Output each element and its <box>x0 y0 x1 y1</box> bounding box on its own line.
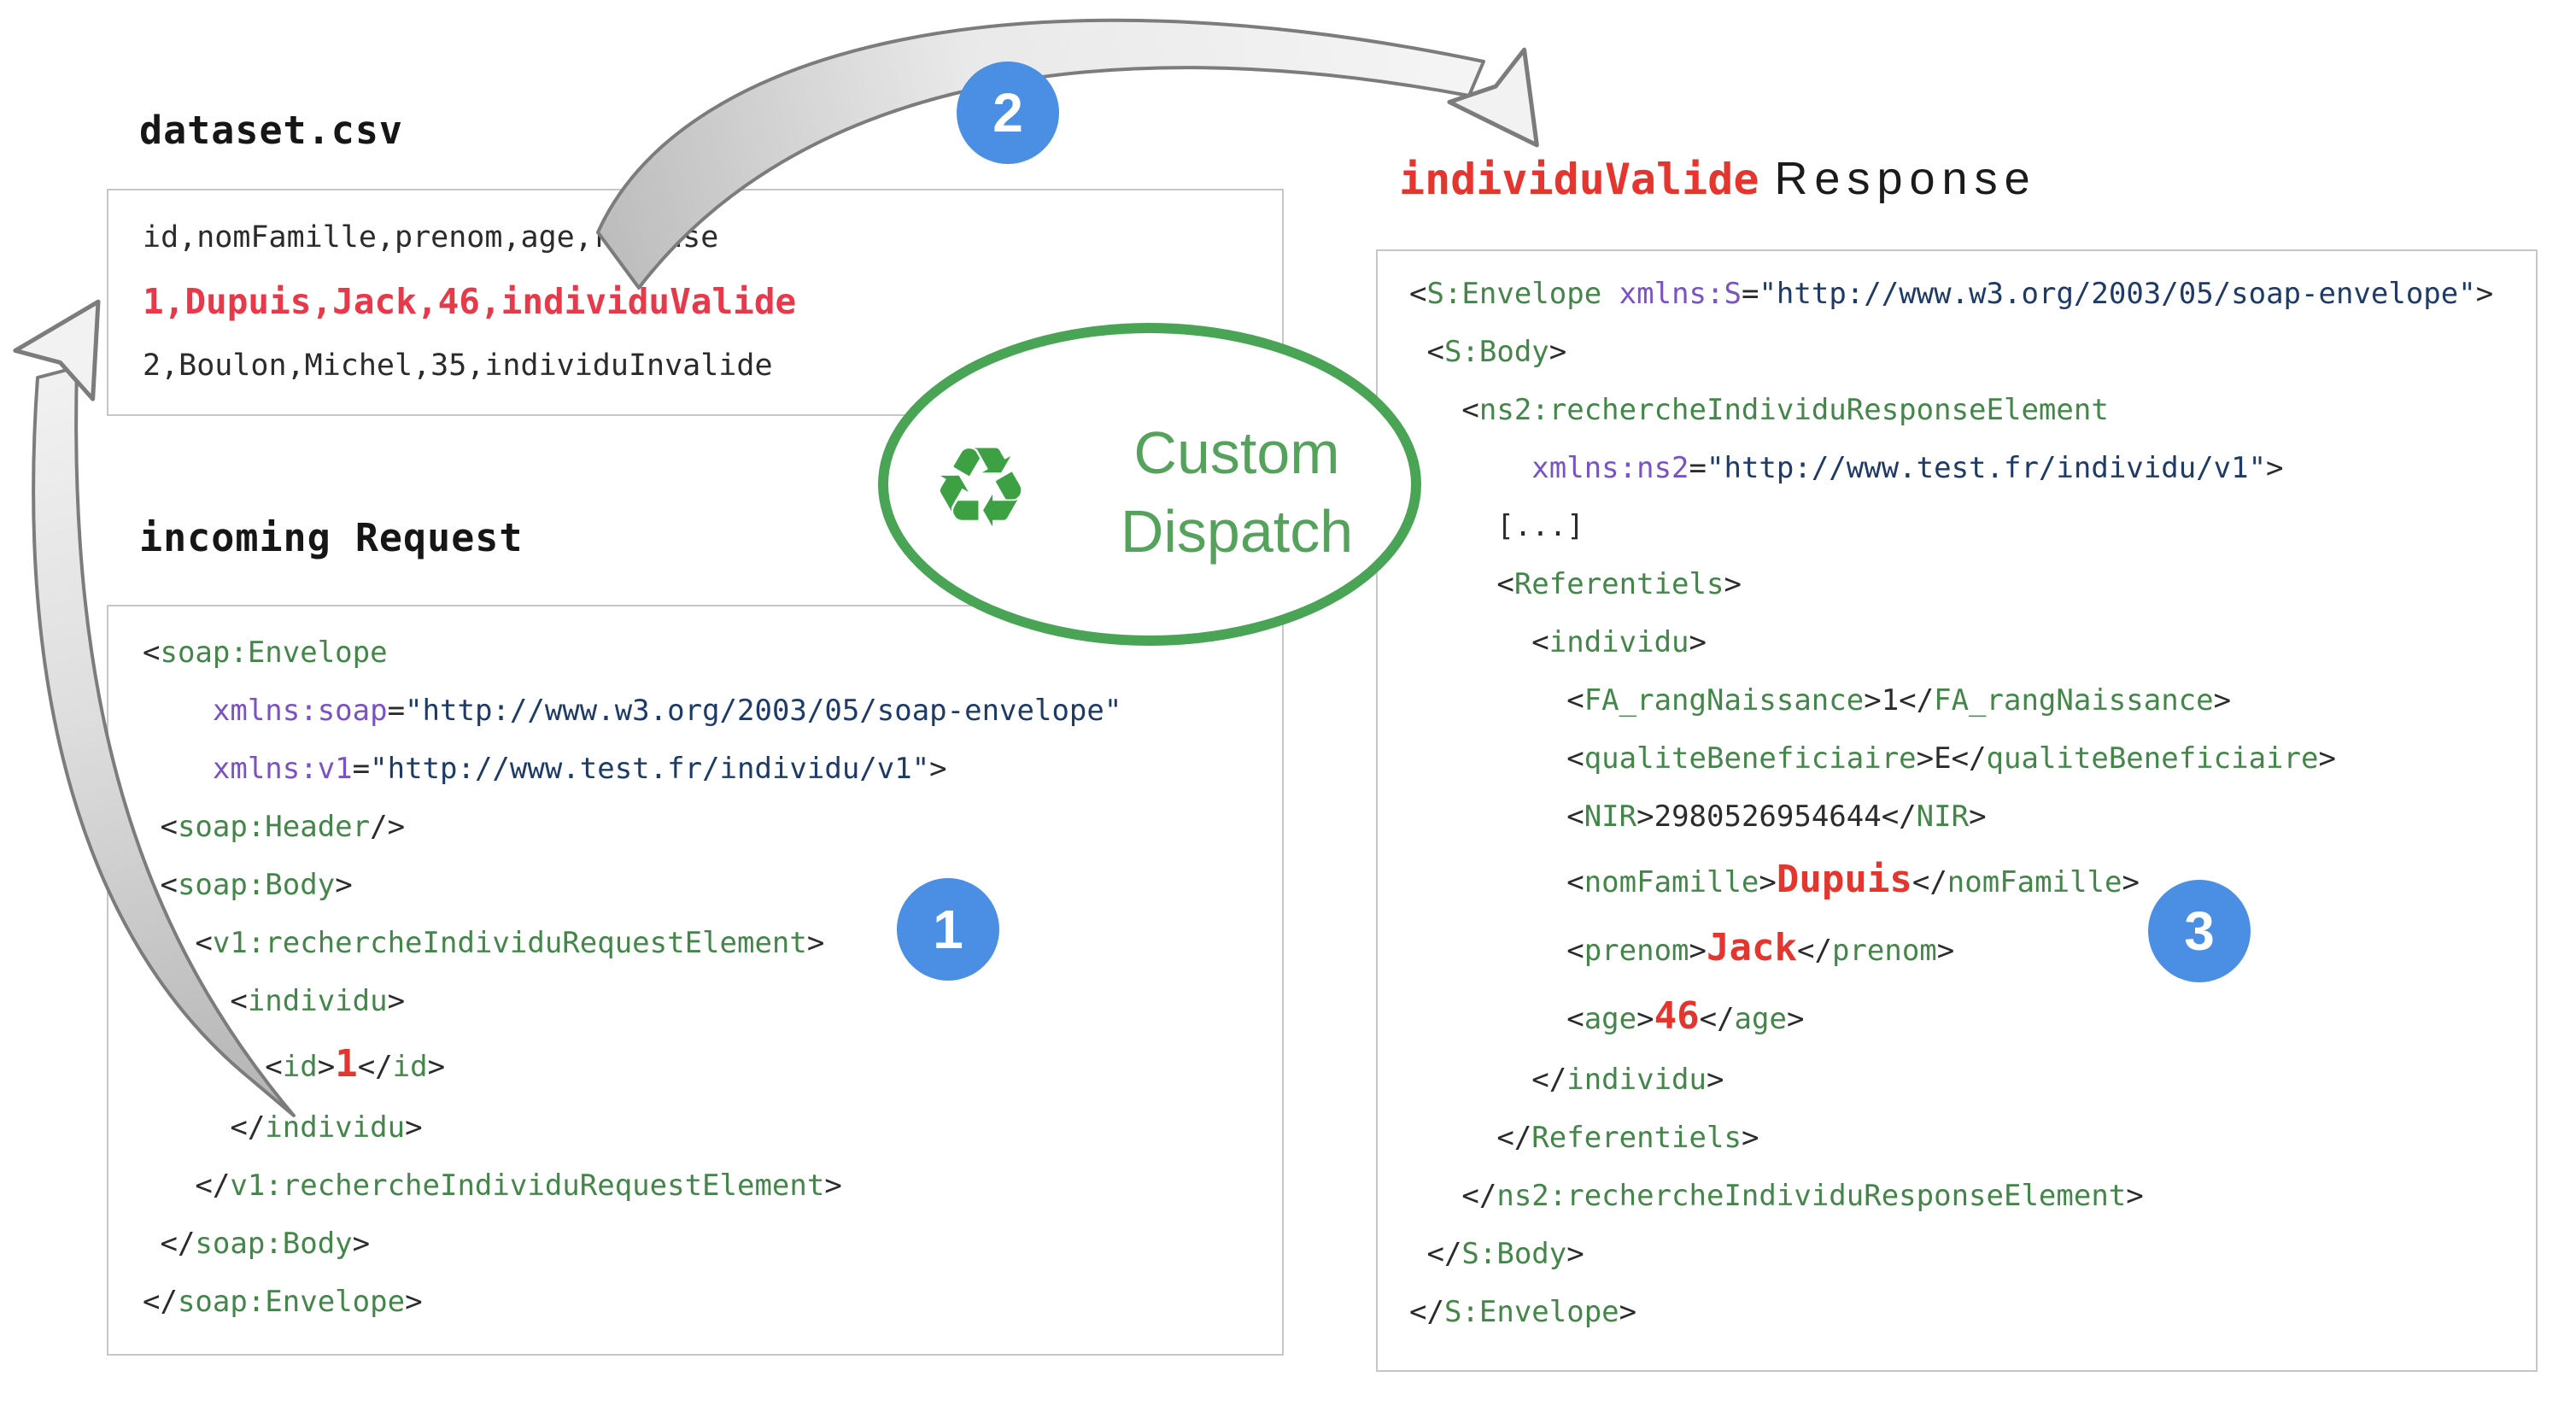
code-line: <S:Body> <box>1409 335 1567 369</box>
code-line: xmlns:soap="http://www.w3.org/2003/05/so… <box>212 694 1122 728</box>
code-line: </soap:Envelope> <box>143 1285 423 1319</box>
code-line: <id>1</id> <box>143 1042 446 1086</box>
code-line: <soap:Header/> <box>143 810 406 844</box>
code-line: <prenom>Jack</prenom> <box>1409 926 1955 970</box>
custom-dispatch-label-line1: Custom <box>1133 419 1340 486</box>
code-line: <FA_rangNaissance>1</FA_rangNaissance> <box>1409 683 2232 718</box>
recycle-icon: ♻ <box>930 423 1031 553</box>
code-line: </S:Envelope> <box>1409 1295 1637 1329</box>
custom-dispatch-label: Custom Dispatch <box>1057 413 1416 571</box>
code-line: [...] <box>1409 509 1584 543</box>
code-line: </Referentiels> <box>1409 1121 1759 1155</box>
code-line: <Referentiels> <box>1409 567 1742 601</box>
code-line: id,nomFamille,prenom,age,reponse <box>143 220 719 255</box>
code-line: <qualiteBeneficiaire>E</qualiteBeneficia… <box>1409 741 2336 776</box>
code-line: <ns2:rechercheIndividuResponseElement <box>1409 393 2109 427</box>
code-line: <v1:rechercheIndividuRequestElement> <box>143 926 825 960</box>
step-badge-2: 2 <box>957 62 1059 164</box>
code-line: <S:Envelope xmlns:S="http://www.w3.org/2… <box>1409 277 2494 311</box>
custom-dispatch-label-line2: Dispatch <box>1120 498 1354 565</box>
request-title: incoming Request <box>139 515 524 560</box>
step-badge-1: 1 <box>897 878 999 981</box>
request-box: <soap:Envelope xmlns:soap="http://www.w3… <box>107 605 1284 1356</box>
code-line: </individu> <box>1409 1063 1724 1097</box>
response-title-highlight: individuValide <box>1399 155 1759 204</box>
response-box: <S:Envelope xmlns:S="http://www.w3.org/2… <box>1376 249 2538 1372</box>
code-line: </ns2:rechercheIndividuResponseElement> <box>1409 1179 2144 1213</box>
code-line: <age>46</age> <box>1409 994 1805 1038</box>
step-badge-3: 3 <box>2148 880 2251 982</box>
dataset-title: dataset.csv <box>139 108 404 153</box>
code-line: xmlns:ns2="http://www.test.fr/individu/v… <box>1531 451 2284 485</box>
code-line: </individu> <box>143 1110 423 1145</box>
code-line: <individu> <box>1409 625 1707 659</box>
code-line: </soap:Body> <box>143 1227 371 1261</box>
code-line: xmlns:v1="http://www.test.fr/individu/v1… <box>212 752 947 786</box>
code-line: <nomFamille>Dupuis</nomFamille> <box>1409 858 2140 901</box>
code-line: </v1:rechercheIndividuRequestElement> <box>143 1169 842 1203</box>
response-title-rest: Response <box>1774 153 2037 204</box>
code-line: </S:Body> <box>1409 1237 1584 1271</box>
response-title: individuValide Response <box>1399 152 2037 205</box>
code-line: <soap:Body> <box>143 868 353 902</box>
code-line: <individu> <box>143 984 406 1018</box>
code-line: <NIR>2980526954644</NIR> <box>1409 800 1987 834</box>
